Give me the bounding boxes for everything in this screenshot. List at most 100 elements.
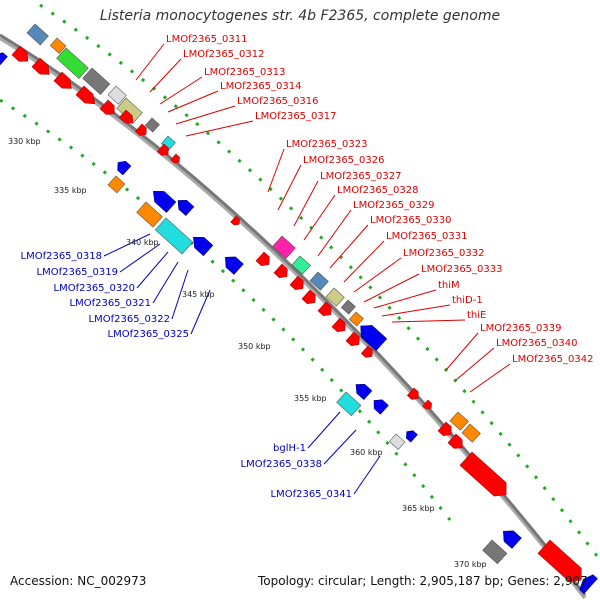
leader-line [303,194,336,241]
gene-arrow-forward [255,251,270,267]
gene-feature [31,57,50,75]
gene-arrow-reverse [406,430,418,443]
dotted-guides [0,3,600,561]
gene-feature [53,71,72,89]
gene-label-reverse: LMOf2365_0320 [54,283,136,294]
gene-arrow-forward [230,215,240,226]
gene-block [107,85,127,105]
gene-feature [144,117,160,133]
gene-feature [355,384,373,400]
gene-arrow-forward [118,109,134,124]
gene-label-forward: LMOf2365_0329 [353,200,435,211]
gene-arrow-reverse [225,256,244,275]
gene-label-forward: LMOf2365_0312 [183,49,265,60]
gene-arrow-forward [406,387,419,400]
gene-feature [537,539,582,582]
gene-label-forward: LMOf2365_0339 [480,323,562,334]
gene-label-forward: LMOf2365_0311 [166,34,248,45]
dotted-guide [0,98,452,521]
gene-feature [503,530,522,549]
gene-feature [406,387,419,400]
leader-line [343,240,385,283]
leader-line [135,43,165,81]
gene-label-forward: LMOf2365_0313 [204,67,286,78]
gene-label-forward: LMOf2365_0323 [286,139,368,150]
gene-feature [348,311,364,327]
gene-feature [406,430,418,443]
gene-block [340,299,356,315]
gene-feature [331,317,346,333]
gene-arrow-reverse [117,160,132,176]
gene-feature [134,123,147,136]
gene-feature [579,574,598,594]
leader-line [455,347,495,381]
leader-line [159,76,203,105]
gene-arrow-forward [422,399,432,410]
gene-block [291,255,311,275]
gene-feature [388,433,406,450]
gene-label-reverse: bglH-1 [273,443,306,454]
feature-labels: LMOf2365_0311LMOf2365_0312LMOf2365_0313L… [21,34,594,500]
gene-feature [49,37,67,54]
gene-label-forward: LMOf2365_0330 [370,215,452,226]
gene-block [348,311,364,327]
leader-line [103,233,151,257]
gene-feature [447,433,463,449]
gene-feature [461,423,481,443]
gene-feature [273,263,288,279]
gene-feature [75,85,96,105]
gene-feature [373,399,389,415]
gene-arrow-forward [437,421,452,437]
gene-block [336,391,362,417]
feature-layer [0,23,598,594]
gene-arrow-reverse [0,52,8,66]
leader-line [329,224,369,269]
gene-feature [422,399,432,410]
gene-label-forward: LMOf2365_0332 [403,248,485,259]
gene-feature [11,45,29,62]
gene-feature [177,200,195,216]
gene-label-forward: thiE [467,310,486,321]
scale-tick-label: 330 kbp [8,137,41,146]
gene-arrow-reverse [153,190,177,213]
leader-line [167,90,219,113]
gene-feature [309,271,329,291]
gene-feature [437,421,452,437]
gene-block [82,67,111,95]
gene-feature [360,325,388,351]
gene-arrow-reverse [355,384,373,400]
gene-feature [99,99,115,115]
gene-feature [0,52,8,66]
leader-line [136,251,169,289]
gene-feature [345,331,360,347]
gene-label-forward: LMOf2365_0333 [421,264,503,275]
gene-label-forward: LMOf2365_0326 [303,155,385,166]
accession-text: Accession: NC_002973 [10,574,147,588]
gene-label-reverse: LMOf2365_0321 [70,298,152,309]
gene-feature [230,215,240,226]
gene-feature [272,235,296,259]
leader-line [185,120,254,137]
gene-block [272,235,296,259]
gene-block [388,433,406,450]
gene-feature [117,160,132,176]
leader-line [353,257,402,293]
gene-feature [193,236,214,257]
scale-tick-label: 370 kbp [454,560,487,569]
label-leaders [103,43,511,495]
leader-line [152,261,179,304]
gene-label-forward: LMOf2365_0342 [512,354,594,365]
gene-block [309,271,329,291]
gene-feature [136,201,163,228]
gene-arrow-forward [447,433,463,449]
leader-line [317,209,352,257]
gene-block [449,411,469,431]
gene-label-reverse: LMOf2365_0319 [37,267,119,278]
gene-block [26,23,49,46]
gene-feature [301,289,316,305]
gene-arrow-reverse [579,574,598,594]
leader-line [277,164,302,211]
gene-block [325,287,345,307]
